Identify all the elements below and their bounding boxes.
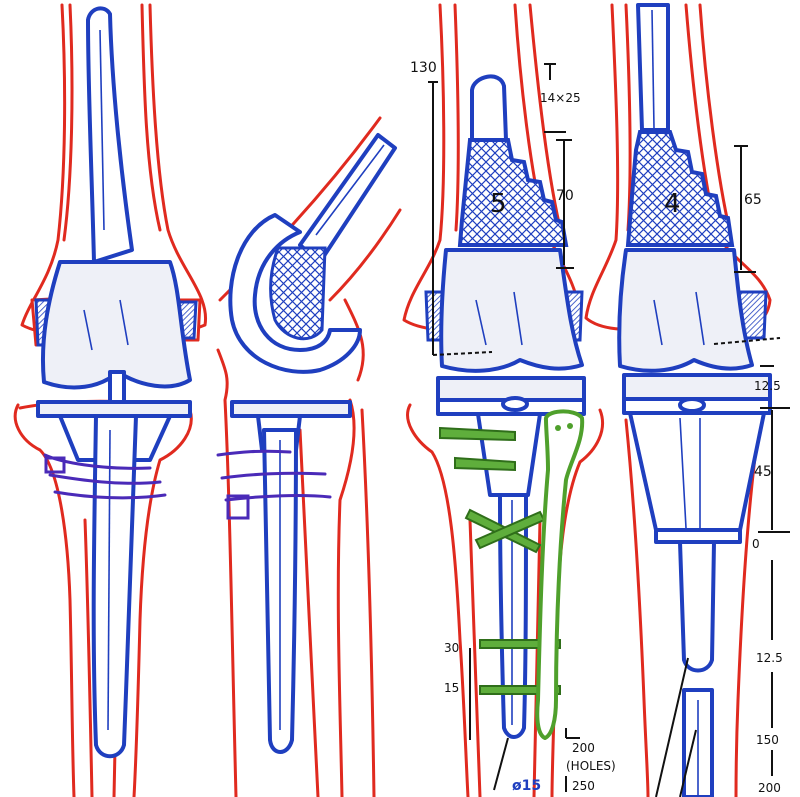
panel-1-tibial-component <box>36 370 192 759</box>
panel-4-dimensions: 65 12.5 45 0 12.5 150 200 <box>655 145 790 797</box>
dim-12-5-bottom-label: 12.5 <box>756 651 783 665</box>
dim-130-label: 130 <box>410 60 437 76</box>
dim-70-label: 70 <box>556 188 574 204</box>
panel-4-component-label: 4 <box>664 189 681 219</box>
diameter-label: ø15 <box>512 778 541 794</box>
panel-3-femoral-component <box>424 248 584 373</box>
panel-4-femoral-stem <box>625 3 735 247</box>
panel-4-tibia-bone <box>624 418 762 797</box>
panel-4-frontal-segmental: 4 65 12.5 45 0 12.5 150 200 <box>584 3 790 797</box>
panel-3-size-label: 5 <box>490 189 507 219</box>
dim-250-label: 250 <box>572 779 595 793</box>
panel-1-frontal-knee-revision <box>13 3 208 797</box>
dim-45-label: 45 <box>754 464 772 480</box>
panel-3-component-label: 5 <box>490 189 507 219</box>
panel-2-tibial-component <box>230 400 352 754</box>
panel-3-dimensions: 130 14×25 70 30 15 200 (HOLES) 250 ø15 <box>410 60 616 794</box>
dim-65-label: 65 <box>744 192 762 208</box>
panel-2-tibia-bone <box>216 348 376 797</box>
dim-30-label: 30 <box>444 641 459 655</box>
panel-2-femoral-component <box>228 213 362 374</box>
panel-1-cerclage-wires <box>43 453 167 500</box>
panel-4-femoral-component <box>617 248 768 373</box>
panel-4-stem-extension <box>678 540 716 797</box>
panel-3-bone-plate <box>535 409 585 740</box>
panel-3-frontal-with-plate: 5 130 14×25 70 30 15 200 (HOLES) 250 ø <box>402 3 616 797</box>
dim-200-holes-label: 200 <box>572 741 595 755</box>
panel-3-femur-bone <box>402 3 582 332</box>
dim-14x25-label: 14×25 <box>540 91 581 105</box>
panel-4-size-label: 4 <box>664 189 681 219</box>
panel-4-segmental-body <box>622 373 772 544</box>
dim-12-5-top-label: 12.5 <box>754 379 781 393</box>
holes-label: (HOLES) <box>566 759 616 773</box>
dim-0-label: 0 <box>752 537 760 551</box>
panel-2-lateral-knee-revision <box>216 116 402 797</box>
panel-1-femoral-stem <box>86 6 134 264</box>
panel-2-cerclage-wires <box>216 449 332 520</box>
dim-150-label: 150 <box>756 733 779 747</box>
dim-200-right-label: 200 <box>758 781 781 795</box>
panel-3-femoral-stem <box>457 74 569 247</box>
dim-15-label: 15 <box>444 681 459 695</box>
panel-3-screws <box>439 426 561 695</box>
panel-1-femoral-component <box>30 260 202 390</box>
